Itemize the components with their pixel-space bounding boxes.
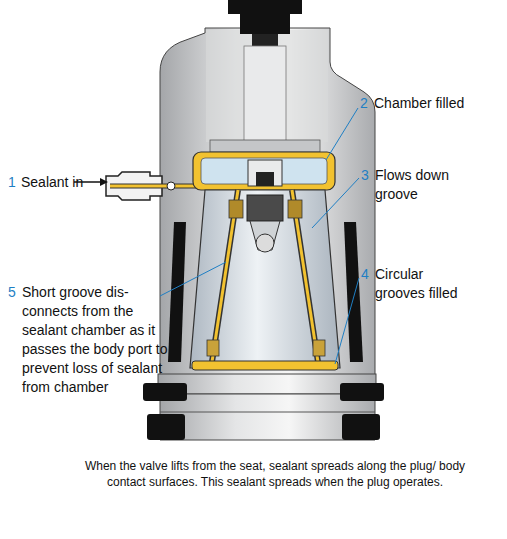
sealant-passage xyxy=(110,185,196,188)
check-ball xyxy=(256,234,274,252)
callout-number: 4 xyxy=(361,265,375,284)
sealant-chamber xyxy=(193,152,335,190)
arrow-head xyxy=(100,178,108,186)
sealant-passage xyxy=(110,184,196,189)
stem xyxy=(244,46,286,142)
stem-insert xyxy=(256,172,274,186)
leader-line xyxy=(326,108,358,160)
body-liner xyxy=(344,222,363,362)
callout-number: 1 xyxy=(8,173,22,192)
callout-text: Flows down groove xyxy=(375,166,460,204)
circular-groove xyxy=(192,361,338,370)
callout-text: Short groove dis- connects from the seal… xyxy=(22,283,170,397)
caption: When the valve lifts from the seat, seal… xyxy=(77,458,473,490)
stem-top xyxy=(228,0,302,14)
callout-text: Chamber filled xyxy=(374,94,499,113)
valve-body xyxy=(160,28,375,392)
stem xyxy=(252,34,278,46)
check-valve xyxy=(247,195,283,221)
groove-insert xyxy=(313,340,325,356)
valve-plug xyxy=(190,190,340,368)
callout-number: 3 xyxy=(361,166,375,185)
cover-joint xyxy=(160,412,375,413)
groove-insert xyxy=(229,200,243,218)
callout-text: Sealant in xyxy=(21,173,91,192)
bolt-nut xyxy=(340,383,384,401)
groove-insert xyxy=(207,340,219,356)
stem-top xyxy=(240,14,290,34)
stem-insert xyxy=(248,160,282,186)
body-liner xyxy=(168,222,186,362)
callout-number: 5 xyxy=(8,283,22,302)
bolt-nut xyxy=(147,414,185,440)
bolt-nut xyxy=(342,414,380,440)
check-ball xyxy=(167,182,175,190)
leader-line xyxy=(160,262,226,296)
leader-line xyxy=(312,178,359,228)
bolt-nut xyxy=(143,383,187,401)
groove-insert xyxy=(288,200,302,218)
callout-text: Circular grooves filled xyxy=(375,265,475,303)
bonnet-neck xyxy=(206,30,328,142)
bonnet-plate xyxy=(210,140,320,152)
leader-line xyxy=(335,278,359,364)
callout-number: 2 xyxy=(360,94,374,113)
